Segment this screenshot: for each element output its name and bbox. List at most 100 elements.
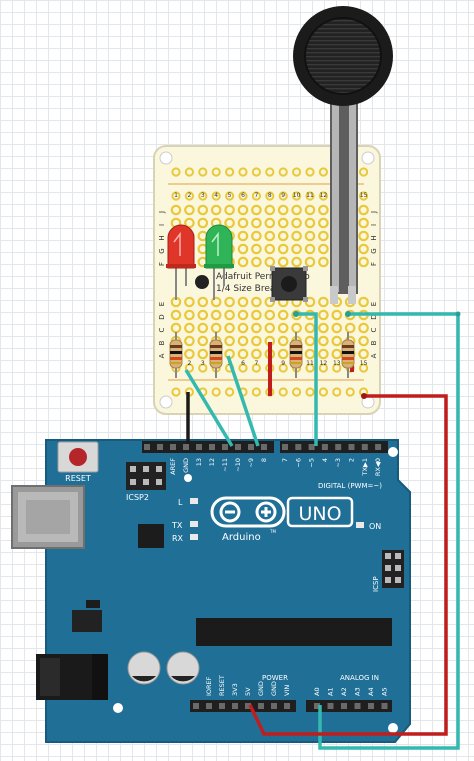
proto-hole <box>237 335 249 347</box>
rail-hole <box>265 167 275 177</box>
red-led[interactable] <box>166 224 196 300</box>
digital-pin-label: AREF <box>169 458 177 475</box>
resistor-2 <box>209 332 223 378</box>
rail-hole <box>225 167 235 177</box>
row-letter: I <box>370 224 378 226</box>
rail-hole <box>251 387 261 397</box>
wires <box>184 311 461 750</box>
proto-hole <box>277 256 289 268</box>
digital-pin-label: 13 <box>195 458 203 466</box>
rail-hole <box>318 191 328 201</box>
proto-hole <box>264 217 276 229</box>
digital-pin-label: ~9 <box>247 458 255 468</box>
proto-hole <box>291 243 302 255</box>
column-number: 9 <box>281 192 285 199</box>
proto-hole <box>304 217 316 229</box>
proto-hole <box>237 322 249 334</box>
rail-hole <box>318 387 328 397</box>
column-number: 7 <box>254 360 258 367</box>
rail-hole <box>305 167 315 177</box>
proto-hole <box>224 296 235 308</box>
digital-pin-label: RX◀0 <box>374 458 382 476</box>
power-pin-label: 3V3 <box>231 683 239 696</box>
proto-hole <box>237 243 249 255</box>
proto-hole <box>277 217 289 229</box>
green-led[interactable] <box>204 224 234 300</box>
digital-header <box>142 441 388 453</box>
resistor-1 <box>169 332 183 378</box>
proto-hole <box>251 204 262 216</box>
power-pin-label: 5V <box>244 687 252 696</box>
column-number: 9 <box>281 360 285 367</box>
proto-hole <box>344 322 356 334</box>
proto-hole <box>237 230 249 242</box>
proto-hole <box>277 243 289 255</box>
proto-hole <box>304 348 316 360</box>
rail-hole <box>265 191 275 201</box>
rail-hole <box>211 167 221 177</box>
column-number: 12 <box>320 192 328 199</box>
proto-size-text: 1/4 Size Breadboard <box>216 284 307 294</box>
row-letter: J <box>370 211 378 214</box>
row-letter: F <box>158 262 166 266</box>
rail-hole <box>184 167 194 177</box>
rail-hole <box>278 387 288 397</box>
rail-hole <box>332 363 342 373</box>
column-number: 3 <box>201 192 205 199</box>
column-number: 13 <box>333 360 341 367</box>
mounting-hole <box>388 723 398 733</box>
rail-hole <box>198 363 208 373</box>
proto-hole <box>358 322 369 334</box>
uno-logo: UNO <box>298 503 341 525</box>
rail-hole <box>251 191 261 201</box>
proto-hole <box>251 322 262 334</box>
rail-hole <box>292 191 302 201</box>
proto-hole <box>184 348 195 360</box>
column-number: 10 <box>293 192 301 199</box>
proto-hole <box>318 335 329 347</box>
proto-hole <box>197 204 209 216</box>
rail-hole <box>345 387 355 397</box>
digital-pin-label: 2 <box>348 458 356 462</box>
proto-hole <box>237 309 249 321</box>
proto-hole <box>264 243 276 255</box>
proto-hole <box>264 204 276 216</box>
atmega-chip <box>196 618 392 646</box>
power-header <box>190 700 392 712</box>
proto-hole <box>170 309 182 321</box>
row-letter: B <box>158 340 166 345</box>
proto-hole <box>358 204 369 216</box>
mounting-hole <box>388 447 398 457</box>
row-letter: B <box>370 340 378 345</box>
proto-hole <box>358 230 369 242</box>
rail-hole <box>238 167 248 177</box>
digital-pin-label: 12 <box>208 458 216 466</box>
column-number: 12 <box>320 360 328 367</box>
row-letter: A <box>158 353 166 358</box>
column-number: 6 <box>241 192 245 199</box>
proto-hole <box>264 256 276 268</box>
reset-button[interactable]: RESET <box>57 441 99 483</box>
rail-hole <box>278 191 288 201</box>
proto-hole <box>224 309 235 321</box>
analog-pin-label: A3 <box>354 687 362 696</box>
proto-hole <box>331 348 343 360</box>
proto-hole <box>251 348 262 360</box>
proto-hole <box>331 335 343 347</box>
digital-pin-label: ~5 <box>308 458 316 468</box>
row-letter: J <box>158 211 166 214</box>
proto-hole <box>358 243 369 255</box>
rail-hole <box>332 387 342 397</box>
rail-hole <box>292 387 302 397</box>
arduino-logo: Arduino TM UNO <box>210 496 354 543</box>
rail-hole <box>251 363 261 373</box>
proto-hole <box>251 335 262 347</box>
proto-hole <box>318 322 329 334</box>
analog-label: ANALOG IN <box>340 674 379 682</box>
row-letter: E <box>370 302 378 306</box>
push-button[interactable] <box>270 266 308 302</box>
proto-hole <box>358 256 369 268</box>
rail-hole <box>359 167 369 177</box>
